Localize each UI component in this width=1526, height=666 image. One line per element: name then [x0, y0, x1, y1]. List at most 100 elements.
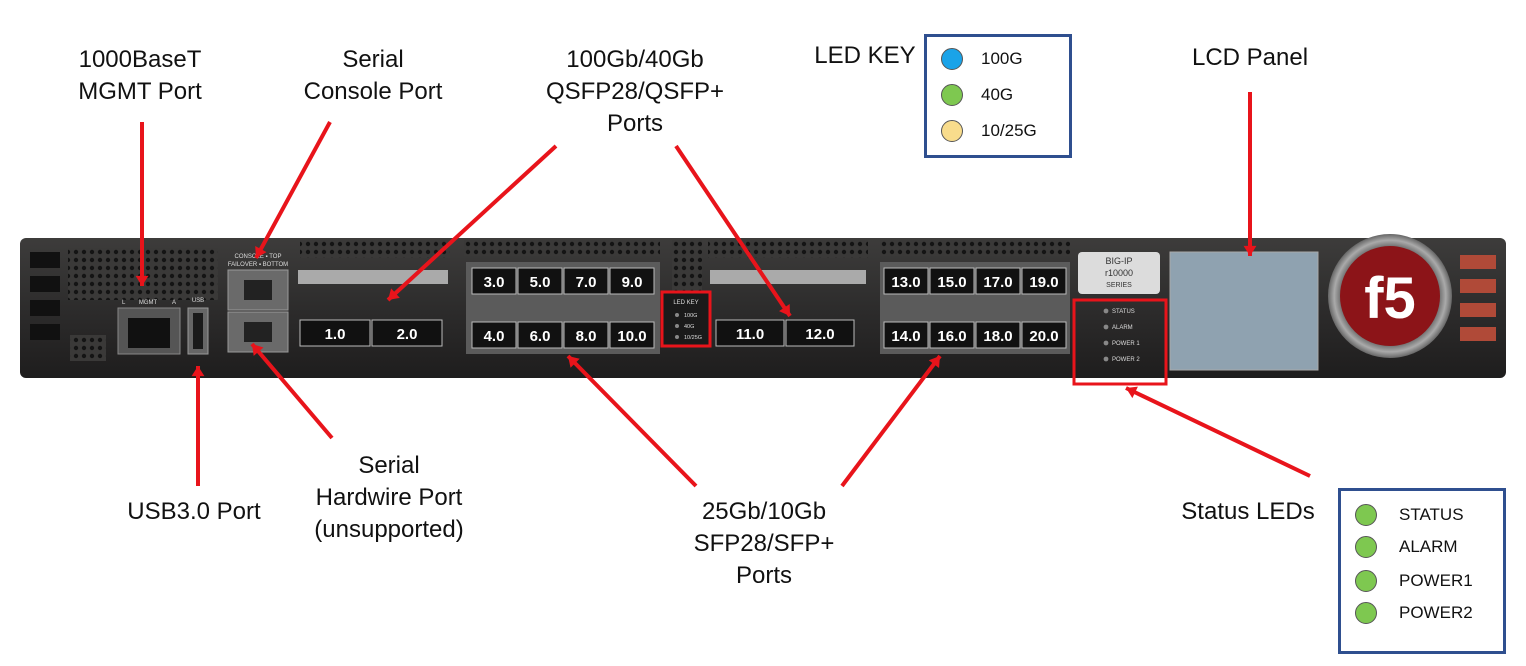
sfp-port[interactable]: 5.0 — [517, 267, 563, 295]
sfp-port[interactable]: 6.0 — [517, 321, 563, 349]
qsfp-port[interactable]: 11.0 — [715, 319, 785, 347]
port-label: 14.0 — [891, 328, 920, 345]
sfp-port[interactable]: 19.0 — [1021, 267, 1067, 295]
status-key-label: POWER2 — [1399, 603, 1473, 622]
arrow-head — [1126, 386, 1138, 399]
port-label: 2.0 — [397, 326, 418, 343]
port-label: 9.0 — [622, 274, 643, 291]
status-key-item: POWER1 — [1355, 567, 1473, 595]
panel-led-key-item: 100G — [684, 313, 697, 319]
sfp-port[interactable]: 3.0 — [471, 267, 517, 295]
arrow-head — [135, 275, 149, 286]
port-label: 16.0 — [937, 328, 966, 345]
led-key-item: 100G — [941, 45, 1023, 73]
port-label: 1.0 — [325, 326, 346, 343]
sfp-port[interactable]: 18.0 — [975, 321, 1021, 349]
arrow-head — [779, 304, 790, 316]
sfp-port[interactable]: 4.0 — [471, 321, 517, 349]
qsfp-bar — [710, 270, 866, 284]
port-label: 12.0 — [805, 326, 834, 343]
alarm-dot — [1355, 536, 1377, 558]
qsfp-port[interactable]: 2.0 — [371, 319, 443, 347]
qsfp-bar — [298, 270, 448, 284]
lcd-panel — [1169, 251, 1319, 371]
failover-silk-label: FAILOVER ▪ BOTTOM — [228, 262, 288, 268]
sfp-port[interactable]: 10.0 — [609, 321, 655, 349]
arrow-head — [928, 356, 940, 368]
port-label: 4.0 — [484, 328, 505, 345]
mgmt-silk-a: A — [172, 300, 176, 306]
left-ear-slots — [30, 252, 60, 340]
callout-mgmt-port: 1000BaseT MGMT Port — [78, 46, 202, 105]
panel-led-key-item: 10/25G — [684, 335, 702, 341]
callout-usb-port: USB3.0 Port — [127, 498, 261, 525]
callout-console-port: Serial Console Port — [303, 46, 443, 105]
arrow-line — [566, 354, 698, 488]
arrow-line — [1125, 386, 1311, 478]
sfp-port[interactable]: 17.0 — [975, 267, 1021, 295]
status-key-label: STATUS — [1399, 505, 1464, 524]
vent — [464, 240, 660, 256]
qsfp-port[interactable]: 1.0 — [299, 319, 371, 347]
led-key-label: 100G — [981, 49, 1023, 68]
panel-led-key — [660, 290, 712, 348]
led-key-label: 10/25G — [981, 121, 1037, 140]
vent — [880, 240, 1070, 256]
sfp-port[interactable]: 9.0 — [609, 267, 655, 295]
port-label: 3.0 — [484, 274, 505, 291]
callout-lcd-panel: LCD Panel — [1191, 44, 1309, 71]
led-100g-dot — [941, 48, 963, 70]
status-key-item: POWER2 — [1355, 599, 1473, 627]
status-led-legend: STATUS ALARM POWER1 POWER2 — [1338, 488, 1506, 654]
arrow-head — [255, 246, 267, 258]
console-port[interactable] — [227, 269, 289, 311]
sfp-port[interactable]: 8.0 — [563, 321, 609, 349]
sfp-port[interactable]: 20.0 — [1021, 321, 1067, 349]
sfp-port[interactable]: 13.0 — [883, 267, 929, 295]
f5-logo-disc — [1340, 246, 1440, 346]
mgmt-port[interactable] — [117, 307, 181, 355]
hardwire-port[interactable] — [227, 311, 289, 353]
vent — [70, 335, 106, 361]
port-label: 7.0 — [576, 274, 597, 291]
usb-silk-label: USB — [192, 298, 204, 304]
port-label: 5.0 — [530, 274, 551, 291]
model-badge — [1078, 252, 1160, 294]
arrow-head — [191, 366, 205, 377]
status-led-highlight — [1072, 298, 1168, 386]
callout-qsfp-ports: 100Gb/40Gb QSFP28/QSFP+ Ports — [545, 46, 725, 137]
sfp-port[interactable]: 16.0 — [929, 321, 975, 349]
arrow-line — [386, 144, 558, 302]
sfp-port[interactable]: 7.0 — [563, 267, 609, 295]
status-led-dots — [1103, 308, 1109, 362]
callout-status-leds: Status LEDs — [1181, 498, 1315, 525]
power1-dot — [1355, 570, 1377, 592]
qsfp-port[interactable]: 12.0 — [785, 319, 855, 347]
mgmt-silk-label: MGMT — [139, 300, 158, 306]
usb-port[interactable] — [187, 307, 209, 355]
port-label: 17.0 — [983, 274, 1012, 291]
model-line1: BIG-IP — [1105, 256, 1132, 266]
led-key-label: 40G — [981, 85, 1014, 104]
vent — [708, 240, 868, 258]
arrow-head — [1243, 245, 1257, 256]
sfp-port[interactable]: 15.0 — [929, 267, 975, 295]
port-label: 13.0 — [891, 274, 920, 291]
panel-led-dot — [675, 313, 679, 317]
status-key-label: ALARM — [1399, 537, 1458, 556]
status-dot — [1355, 504, 1377, 526]
callout-hardwire-port: Serial Hardwire Port (unsupported) — [314, 452, 464, 543]
arrow-line — [254, 121, 332, 259]
led-key-item: 10/25G — [941, 117, 1037, 145]
arrow-line — [840, 354, 942, 488]
callout-sfp-ports: 25Gb/10Gb SFP28/SFP+ Ports — [693, 498, 835, 589]
status-led-label: POWER 1 — [1112, 341, 1140, 347]
right-ear-slots — [1460, 255, 1496, 341]
model-line2: r10000 — [1105, 268, 1133, 278]
callout-arrows — [135, 92, 1311, 488]
sfp-port[interactable]: 14.0 — [883, 321, 929, 349]
arrow-head — [388, 288, 400, 300]
mgmt-silk-l: L — [122, 300, 126, 306]
